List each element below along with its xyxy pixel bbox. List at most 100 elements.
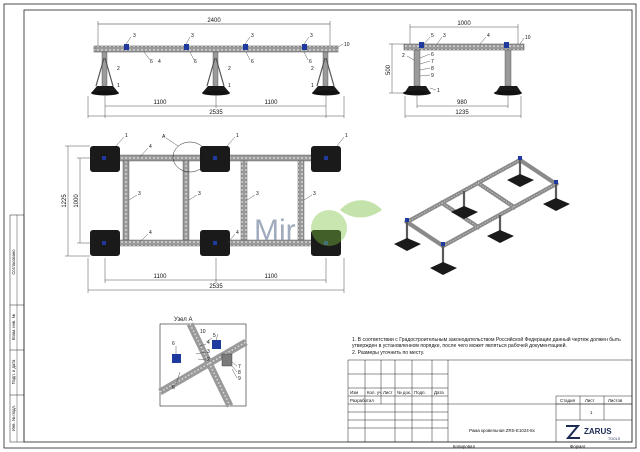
end-callout-10: 10 bbox=[525, 35, 531, 41]
tb-drawing-title: Рама кровельная ZRS-E1024-8x bbox=[469, 428, 535, 433]
sheet-border bbox=[3, 3, 637, 449]
end-callout-4: 4 bbox=[487, 33, 490, 39]
detail-callout-7: 7 bbox=[238, 364, 241, 370]
side-callout-10: 10 bbox=[344, 42, 350, 48]
dim-side-total: 2400 bbox=[207, 18, 221, 24]
plan-callout-3c: 3 bbox=[256, 191, 259, 197]
zarus-logo: ZARUS TOOLS bbox=[565, 425, 621, 441]
dim-plan-overall: 2535 bbox=[209, 284, 223, 290]
watermark-leaf-icon bbox=[311, 210, 347, 246]
plan-callout-3a: 3 bbox=[138, 191, 141, 197]
strip-label-agreed: Согласовано bbox=[11, 249, 16, 275]
isometric-view bbox=[394, 156, 570, 275]
side-callout-6c: 6 bbox=[251, 59, 254, 65]
detail-callout-6a: 6 bbox=[172, 341, 175, 347]
dim-end-top: 1000 bbox=[457, 21, 471, 27]
tb-copied: Копировал bbox=[453, 444, 475, 449]
tb-header-qty: Кол. уч. bbox=[367, 390, 383, 395]
side-leg-middle bbox=[202, 51, 230, 96]
end-callout-9: 9 bbox=[431, 73, 434, 79]
end-callout-1: 1 bbox=[437, 88, 440, 94]
plan-callout-1c: 1 bbox=[345, 133, 348, 139]
side-leg-right bbox=[312, 51, 340, 96]
notes-block: 1. В соответствии с Градостроительным за… bbox=[352, 337, 634, 356]
end-callout-7: 7 bbox=[431, 59, 434, 65]
end-callout-5: 5 bbox=[431, 33, 434, 39]
tb-header-doc: № док. bbox=[397, 390, 411, 395]
detail-callout-2: 2 bbox=[207, 357, 210, 363]
plan-callout-4b: 4 bbox=[149, 230, 152, 236]
dim-plan-outer-height: 1225 bbox=[62, 194, 68, 208]
brand-sub: TOOLS bbox=[608, 437, 621, 441]
brand-name: ZARUS bbox=[584, 427, 612, 436]
end-post-right bbox=[504, 49, 512, 87]
strip-label-replace: Взам. инв. № bbox=[11, 314, 16, 340]
zarus-logo-icon bbox=[565, 425, 581, 439]
title-block bbox=[347, 359, 633, 443]
side-callout-3c: 3 bbox=[251, 33, 254, 39]
tb-header-change: Изм bbox=[350, 390, 358, 395]
plan-callout-1b: 1 bbox=[236, 133, 239, 139]
end-callout-3: 3 bbox=[443, 33, 446, 39]
tb-format: Формат bbox=[570, 444, 586, 449]
dim-end-overall: 1235 bbox=[455, 110, 469, 116]
end-post-left bbox=[413, 49, 421, 87]
side-callout-2b: 2 bbox=[228, 66, 231, 72]
plan-callout-4a: 4 bbox=[149, 144, 152, 150]
side-callout-1b: 1 bbox=[228, 83, 231, 89]
detail-callout-10: 10 bbox=[200, 329, 206, 335]
side-callout-3b: 3 bbox=[191, 33, 194, 39]
detail-title: Узел А bbox=[174, 317, 192, 323]
end-callout-6: 6 bbox=[431, 52, 434, 58]
plan-callout-1a: 1 bbox=[125, 133, 128, 139]
tb-stage-label: Стадия bbox=[560, 398, 576, 403]
detail-callout-5: 5 bbox=[213, 333, 216, 339]
side-callout-3a: 3 bbox=[133, 33, 136, 39]
side-callout-1c: 1 bbox=[311, 83, 314, 89]
dim-plan-span-left: 1100 bbox=[154, 274, 168, 280]
side-callout-6d: 6 bbox=[309, 59, 312, 65]
dim-side-span-right: 1100 bbox=[265, 100, 279, 106]
tb-sheet-label: Лист bbox=[585, 398, 595, 403]
side-callout-3d: 3 bbox=[310, 33, 313, 39]
tb-header-date: Дата bbox=[434, 390, 444, 395]
tb-developer: Разработал bbox=[350, 398, 374, 403]
dim-plan-span-right: 1100 bbox=[265, 274, 279, 280]
left-strip: Согласовано Взам. инв. № Подп. и дата Ин… bbox=[9, 214, 25, 443]
tb-sheets-label: Листов bbox=[608, 398, 623, 403]
detail-callout-8: 8 bbox=[238, 370, 241, 376]
end-view: 1000 3 4 5 10 2 6 7 8 9 1 bbox=[386, 21, 531, 118]
plan-callout-4c: 4 bbox=[236, 230, 239, 236]
plan-callout-3b: 3 bbox=[198, 191, 201, 197]
side-callout-6a: 6 bbox=[150, 59, 153, 65]
dim-end-height: 500 bbox=[386, 64, 392, 75]
note-1: 1. В соответствии с Градостроительным за… bbox=[352, 337, 621, 350]
dim-side-span-left: 1100 bbox=[154, 100, 168, 106]
watermark: Mir bbox=[254, 200, 382, 247]
detail-callout-4: 4 bbox=[207, 340, 210, 346]
watermark-text: Mir bbox=[254, 214, 296, 247]
dim-end-base: 980 bbox=[457, 100, 468, 106]
side-callout-2c: 2 bbox=[311, 66, 314, 72]
end-callout-8: 8 bbox=[431, 66, 434, 72]
plan-callout-a: A bbox=[162, 134, 166, 140]
tb-sheet-number: 1 bbox=[590, 410, 593, 415]
detail-callout-9: 9 bbox=[238, 376, 241, 382]
plan-view: A 1 1 1 4 3 3 3 3 4 4 bbox=[62, 133, 348, 293]
tb-header-sheet: Лист bbox=[383, 390, 393, 395]
side-callout-1a: 1 bbox=[117, 83, 120, 89]
dim-side-overall: 2535 bbox=[209, 110, 223, 116]
detail-a-marker bbox=[172, 141, 208, 173]
detail-view: Узел А 6 10 5 4 3 2 7 bbox=[158, 317, 248, 408]
side-view: 2400 bbox=[87, 18, 350, 118]
side-callout-6b: 6 bbox=[194, 59, 197, 65]
side-leg-left bbox=[91, 51, 119, 96]
strip-label-sign-date: Подп. и дата bbox=[11, 359, 16, 384]
end-callout-2: 2 bbox=[402, 53, 405, 59]
side-callout-4: 4 bbox=[158, 59, 161, 65]
tb-header-sign: Подп. bbox=[414, 390, 426, 395]
note-2: 2. Размеры уточнить по месту. bbox=[352, 349, 425, 356]
side-callout-2a: 2 bbox=[117, 66, 120, 72]
plan-callout-3d: 3 bbox=[313, 191, 316, 197]
side-clamps bbox=[124, 44, 307, 50]
